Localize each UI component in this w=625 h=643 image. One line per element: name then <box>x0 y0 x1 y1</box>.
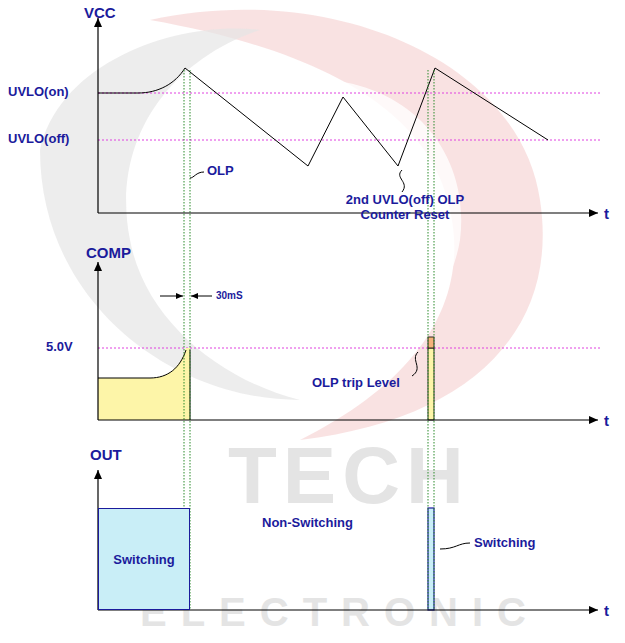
event-label: 2nd UVLO(off) OLP Counter Reset <box>330 193 480 223</box>
switching-region: Switching <box>98 508 190 610</box>
level-label: 5.0V <box>46 340 73 355</box>
axis-title: VCC <box>84 4 116 21</box>
watermark: ELECTRONIC <box>140 590 540 635</box>
threshold-label: UVLO(on) <box>8 85 69 100</box>
state-label: Non-Switching <box>262 516 353 531</box>
level-label: OLP trip Level <box>312 376 400 391</box>
axis-title: COMP <box>86 244 131 261</box>
node-text: Switching <box>113 552 174 567</box>
time-axis-label: t <box>604 602 609 619</box>
time-axis-label: t <box>604 205 609 222</box>
dimension-label: 30mS <box>216 290 243 302</box>
axis-title: OUT <box>90 446 122 463</box>
threshold-label: UVLO(off) <box>8 132 69 147</box>
time-axis-label: t <box>604 412 609 429</box>
state-label: Switching <box>474 536 535 551</box>
event-label: OLP <box>207 164 234 179</box>
